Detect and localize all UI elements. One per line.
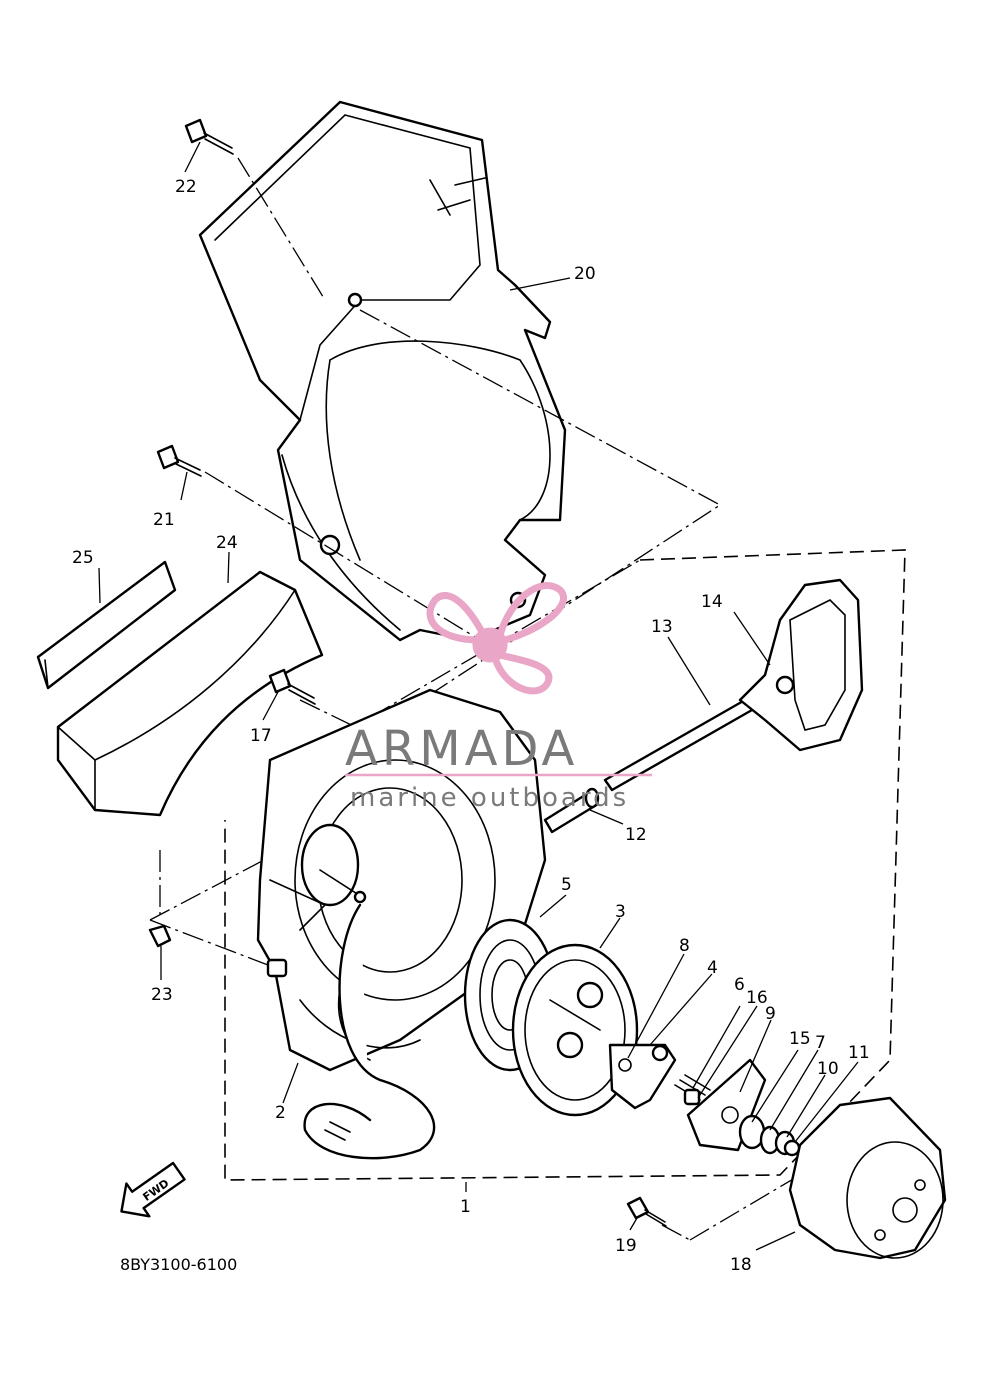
callout-22: 22 bbox=[175, 177, 197, 197]
callout-25: 25 bbox=[72, 548, 94, 568]
callout-leaders bbox=[98, 141, 859, 1251]
part-19-bolt bbox=[626, 1196, 667, 1227]
callout-23: 23 bbox=[151, 985, 173, 1005]
part-4-pawl bbox=[608, 1043, 677, 1110]
callout-4: 4 bbox=[707, 958, 718, 978]
watermark-propeller-logo bbox=[426, 582, 567, 695]
callout-16: 16 bbox=[746, 988, 768, 1008]
callout-21: 21 bbox=[153, 510, 175, 530]
callout-17: 17 bbox=[250, 726, 272, 746]
callout-11: 11 bbox=[848, 1043, 870, 1063]
part-20-flywheel-cover bbox=[198, 100, 567, 642]
watermark-subtitle: marine outboards bbox=[350, 783, 629, 813]
part-17-bolt bbox=[268, 668, 316, 705]
part-25-strip bbox=[36, 560, 177, 690]
diagram-code: 8BY3100-6100 bbox=[120, 1255, 237, 1274]
part-21-bolt bbox=[156, 444, 202, 477]
callout-1: 1 bbox=[460, 1197, 471, 1217]
callout-13: 13 bbox=[651, 617, 673, 637]
callout-2: 2 bbox=[275, 1103, 286, 1123]
callout-19: 19 bbox=[615, 1236, 637, 1256]
watermark-title: ARMADA bbox=[345, 721, 578, 777]
part-12-shaft bbox=[543, 787, 600, 834]
callout-15: 15 bbox=[789, 1029, 811, 1049]
callout-labels: 1 2 3 4 5 6 7 8 9 10 11 12 13 14 15 16 1… bbox=[72, 177, 870, 1275]
callout-24: 24 bbox=[216, 533, 238, 553]
part-16-spring bbox=[674, 1074, 711, 1106]
callout-20: 20 bbox=[574, 264, 596, 284]
callout-8: 8 bbox=[679, 936, 690, 956]
callout-7: 7 bbox=[815, 1033, 826, 1053]
watermark: ARMADA marine outboards bbox=[345, 582, 652, 813]
callout-3: 3 bbox=[615, 902, 626, 922]
part-13-rope bbox=[603, 698, 754, 792]
callout-18: 18 bbox=[730, 1255, 752, 1275]
callout-9: 9 bbox=[765, 1004, 776, 1024]
callout-6: 6 bbox=[734, 975, 745, 995]
part-22-bolt bbox=[184, 118, 234, 155]
callout-14: 14 bbox=[701, 592, 723, 612]
part-24-side-panel bbox=[56, 570, 324, 817]
callout-10: 10 bbox=[817, 1059, 839, 1079]
part-23-nut bbox=[148, 924, 172, 948]
fwd-arrow-icon: FWD bbox=[120, 1161, 186, 1218]
callout-12: 12 bbox=[625, 825, 647, 845]
part-3-pulley bbox=[511, 943, 639, 1117]
callout-5: 5 bbox=[561, 875, 572, 895]
part-18-starter-cup bbox=[788, 1096, 947, 1260]
hose bbox=[303, 903, 436, 1160]
part-14-handle bbox=[738, 578, 864, 752]
part-11-nut bbox=[783, 1139, 801, 1157]
